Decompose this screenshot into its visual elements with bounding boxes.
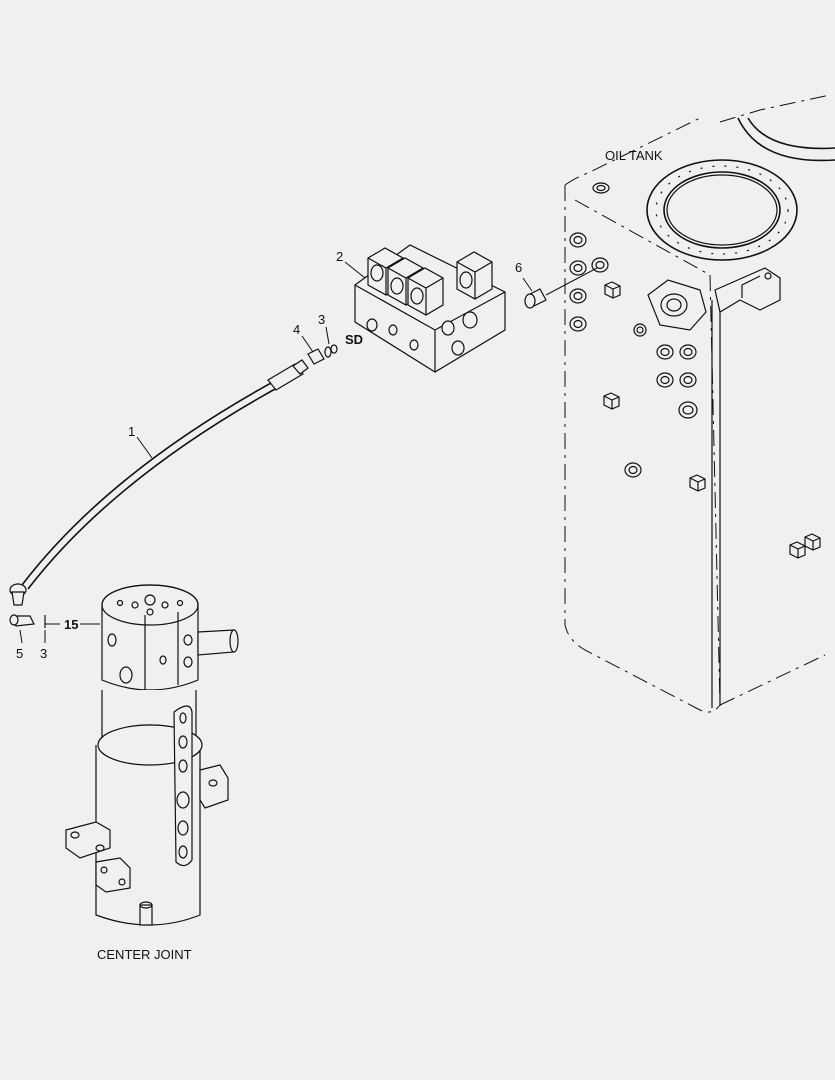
callout-2: 2 <box>336 249 343 264</box>
callout-5: 5 <box>16 646 23 661</box>
center-joint: CENTER JOINT <box>65 584 239 962</box>
plug <box>524 267 598 309</box>
callout-1: 1 <box>128 424 135 439</box>
callout-4: 4 <box>293 322 300 337</box>
sd-port-label: SD <box>345 332 363 347</box>
tank-port-group-right <box>624 344 698 478</box>
callout-3-lower: 3 <box>40 646 47 661</box>
tank-port-group-left <box>569 232 609 332</box>
oil-tank: OIL TANK <box>564 94 835 713</box>
valve-block: SD <box>345 244 506 373</box>
callout-15: 15 <box>64 617 78 632</box>
tank-bolt-blocks <box>603 281 821 559</box>
hose-assembly <box>9 344 338 628</box>
callout-6: 6 <box>515 260 522 275</box>
oil-tank-label: OIL TANK <box>605 148 663 163</box>
center-joint-label: CENTER JOINT <box>97 947 192 962</box>
callout-leaders <box>19 261 533 644</box>
callout-3-upper: 3 <box>318 312 325 327</box>
